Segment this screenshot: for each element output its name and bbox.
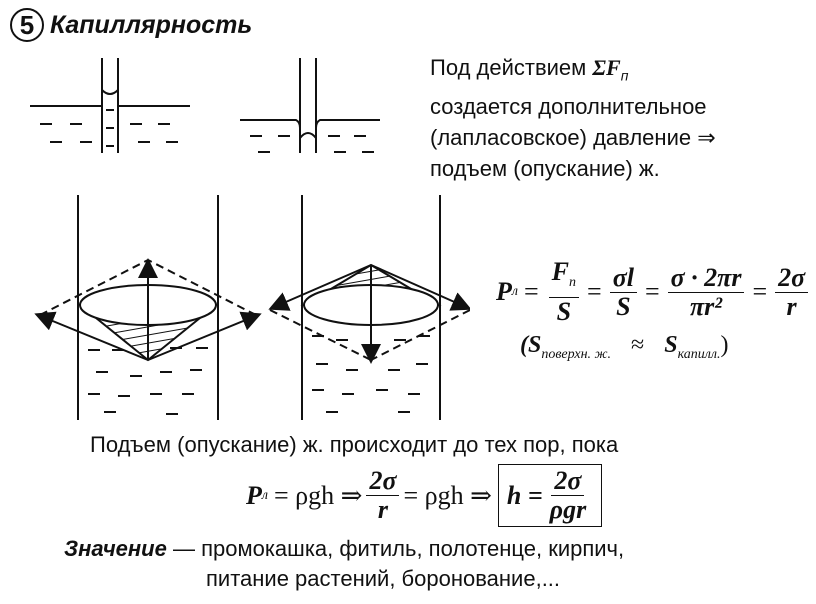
right-tube — [268, 195, 470, 420]
liquid-dashes-top — [40, 109, 374, 153]
area-approximation-note: (Sповерхн. ж. ≈ Sкапилл.) — [520, 332, 729, 362]
surface-tension-vectors-diagram — [34, 195, 470, 420]
left-tube — [34, 195, 262, 420]
paragraph-line-4: подъем (опускание) ж. — [430, 156, 660, 182]
meniscus-concave — [101, 89, 119, 95]
paragraph-line-3: (лапласовское) давление ⇒ — [430, 125, 716, 151]
capillary-tubes-diagram — [30, 58, 380, 153]
equilibrium-sentence: Подъем (опускание) ж. происходит до тех … — [90, 432, 619, 457]
section-title: 5 Капиллярность — [10, 6, 252, 44]
left-tension-arrow-2 — [147, 311, 262, 361]
meniscus-convex — [299, 132, 317, 139]
usage-line-2: питание растений, боронование,... — [206, 566, 561, 591]
usage-label: Значение — [64, 536, 167, 561]
usage-line-1: Значение — промокашка, фитиль, полотенце… — [64, 536, 625, 561]
right-tension-arrow-1 — [268, 264, 372, 311]
section-number: 5 — [10, 8, 44, 42]
paragraph-line-1: Под действием ΣFп — [430, 55, 629, 84]
right-tension-arrow-2 — [370, 264, 470, 311]
left-liquid-dashes — [88, 347, 208, 415]
right-liquid-dashes — [312, 335, 430, 413]
left-tension-arrow-1 — [34, 311, 149, 361]
paragraph-line-2: создается дополнительное — [430, 94, 707, 120]
explanation-paragraph: Под действием ΣFп создается дополнительн… — [430, 52, 810, 184]
section-title-text: Капиллярность — [50, 10, 253, 39]
